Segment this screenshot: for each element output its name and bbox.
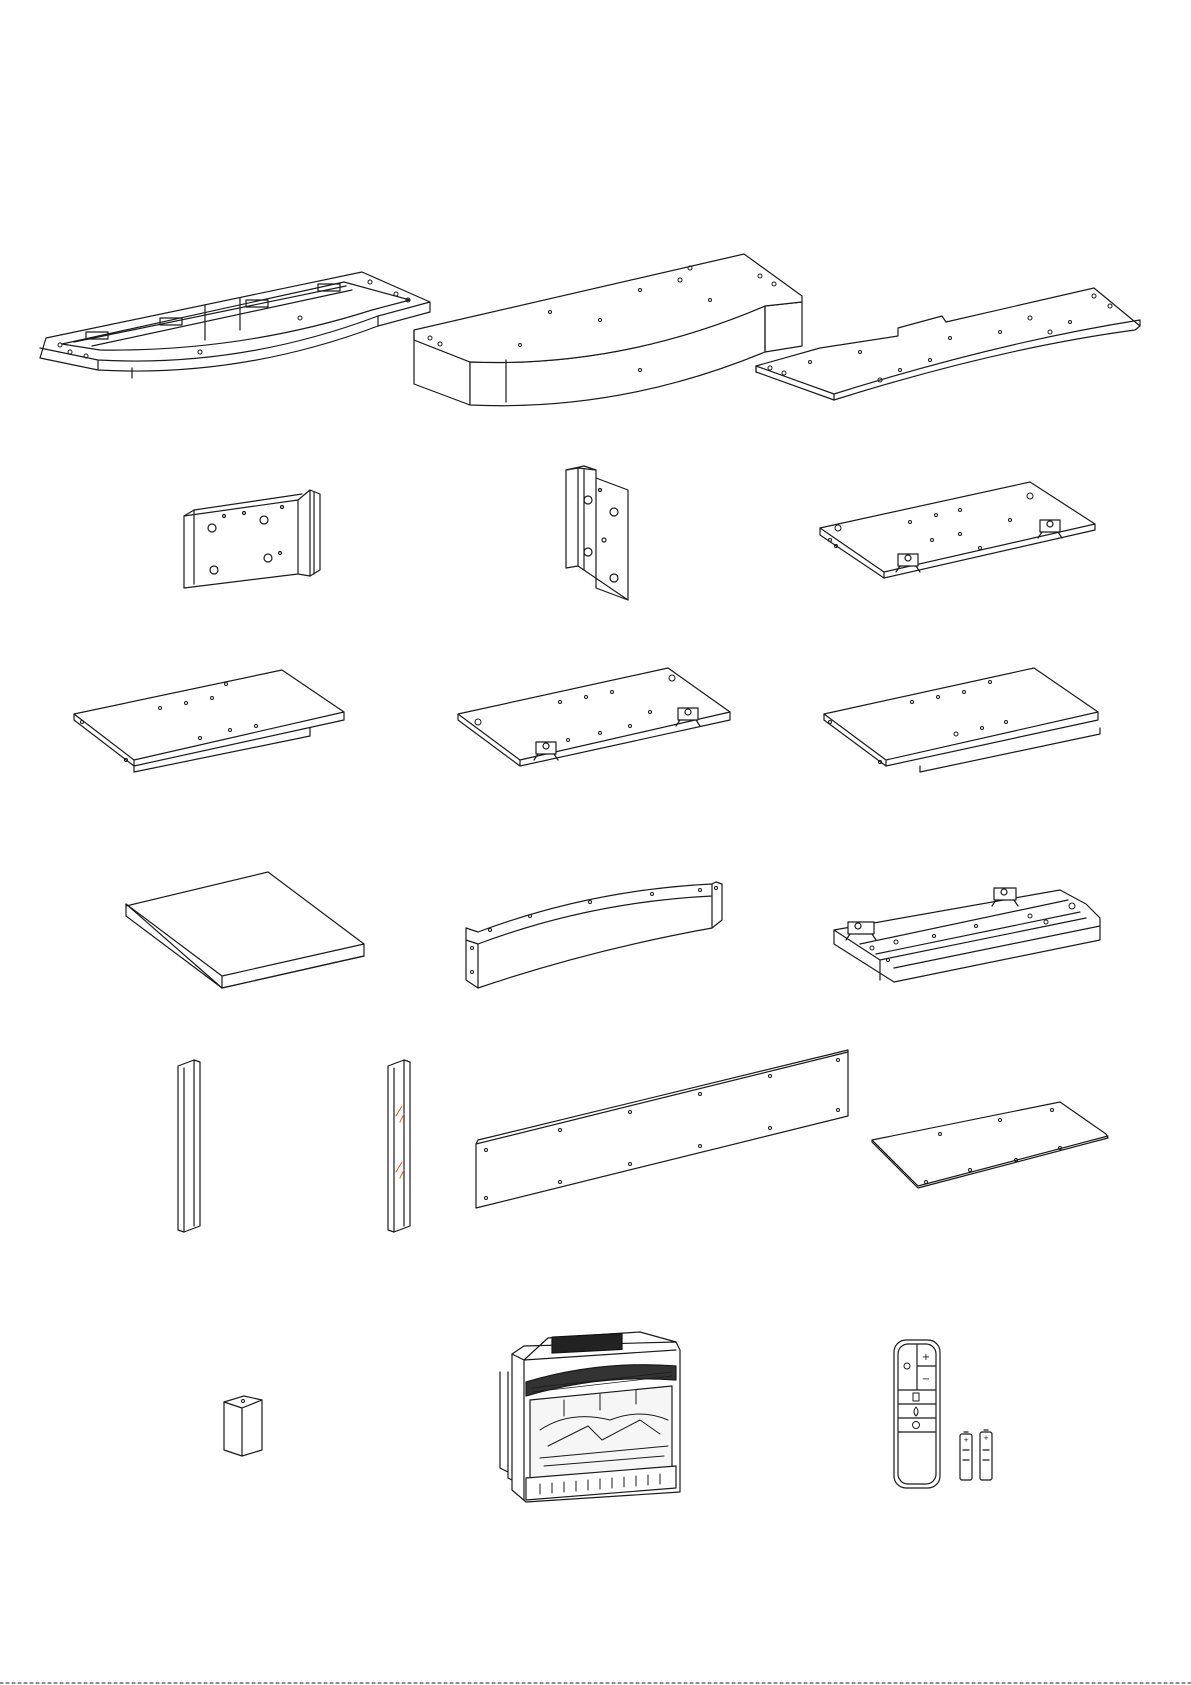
battery-1: + (960, 1432, 972, 1480)
side-panel-hinged (458, 668, 730, 766)
curved-front-rail (466, 882, 722, 988)
curved-base-top-box (414, 254, 802, 406)
bracket-right-holes (584, 489, 618, 583)
side-panel-right (824, 668, 1100, 772)
shelf-panel-with-hinges (820, 482, 1095, 578)
plus-button[interactable]: + (922, 1352, 930, 1363)
square-board (126, 872, 364, 988)
support-block (224, 1396, 262, 1456)
batteries: + + (960, 1430, 992, 1480)
upright-post (178, 1060, 200, 1232)
hinged-door-panel (834, 888, 1100, 982)
upright-post-glass (388, 1060, 410, 1232)
side-panel-left (74, 670, 344, 772)
curved-base-frame (40, 272, 430, 378)
minus-button[interactable]: − (922, 1374, 930, 1385)
back-panel (476, 1050, 848, 1208)
left-corner-bracket (184, 490, 320, 588)
right-corner-bracket (566, 466, 628, 600)
electric-fireplace-insert (500, 1332, 680, 1502)
battery-2: + (980, 1430, 992, 1480)
top-vent (552, 1333, 622, 1353)
remote-control: + − (894, 1340, 940, 1488)
battery-plus-2: + (983, 1434, 989, 1442)
curved-top-panel (756, 288, 1140, 400)
battery-plus-1: + (963, 1436, 969, 1444)
bottom-board (872, 1102, 1108, 1188)
